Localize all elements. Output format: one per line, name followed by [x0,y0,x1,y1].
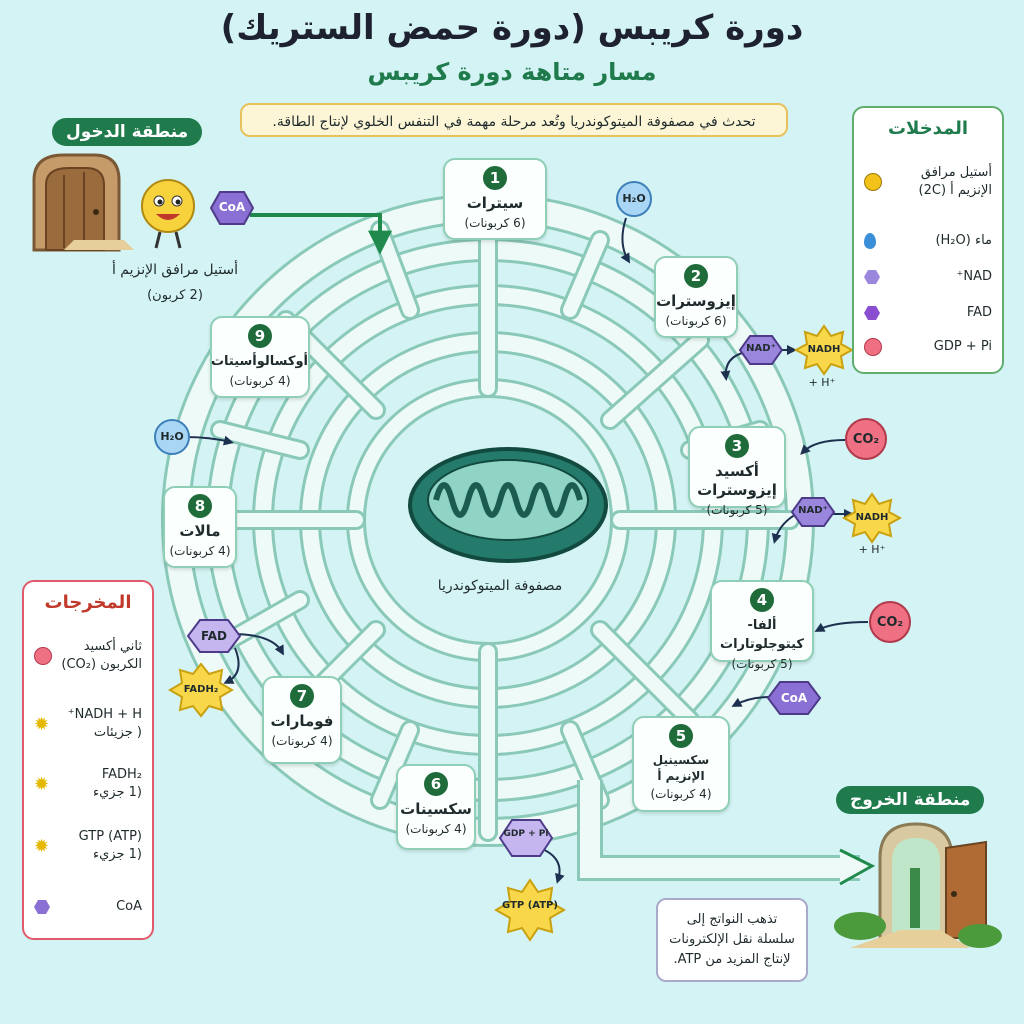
fadh2-star-icon: ✹ [34,773,50,795]
gdp-label: GDP + Pi [503,829,549,839]
co2-dot-icon [34,647,52,665]
coa-hexagon-icon [34,900,50,914]
hplus-label: + H⁺ [808,376,836,389]
exit-note: تذهب النواتج إلى سلسلة نقل الإلكترونات ل… [656,898,808,982]
exit-arrow [839,848,876,886]
inputs-title: المدخلات [887,118,969,139]
coa-label: CoA [218,200,246,214]
coa-hexagon-icon [766,681,822,715]
entry-door-icon [32,153,134,252]
nadh-label: NADH [855,512,889,523]
exit-zone-tag: منطقة الخروج [836,786,985,814]
output-item: ✹ GTP (ATP)(1 جزيء [34,829,142,862]
inputs-panel: المدخلات أستيل مرافق الإنزيم أ (2C) ماء … [852,106,1004,374]
acetyl-dot-icon [864,173,882,191]
nad-label: NAD⁺ [746,343,776,354]
exit-door-icon [834,822,1002,948]
gdp-dot-icon [864,338,882,356]
gtp-star-icon: ✹ [34,835,50,857]
fad-label: FAD [200,629,228,643]
input-item: GDP + Pi [864,338,992,356]
entry-molecule-carbons: (2 كربون) [147,288,203,303]
outputs-panel: المخرجات ثاني أكسيد الكربون (CO₂) ✹ NADH… [22,580,154,940]
nadh-label: NADH [807,344,841,355]
output-item: ✹ NADH + H⁺( جزيئات [34,707,142,740]
matrix-label: مصفوفة الميتوكوندريا [437,578,563,594]
fad-hexagon-icon [864,306,880,320]
co2-label: CO₂ [876,615,904,630]
output-item: ✹ FADH₂(1 جزيء [34,767,142,800]
input-item: ماء (H₂O) [864,232,992,250]
nadh-icon [841,492,903,544]
co2-label: CO₂ [852,432,880,447]
input-item: FAD [864,304,992,322]
description-box: تحدث في مصفوفة الميتوكوندريا وتُعد مرحلة… [240,103,788,137]
co2-icon [869,601,911,643]
gtp-label: GTP (ATP) [502,900,558,911]
water-label: H₂O [622,192,646,205]
fadh2-icon [168,662,234,718]
water-label: H₂O [160,430,184,443]
outputs-title: المخرجات [44,592,132,613]
fadh2-label: FADH₂ [183,684,219,695]
output-item: ثاني أكسيد الكربون (CO₂) [34,638,142,674]
entry-molecule-name: أستيل مرافق الإنزيم أ [111,262,239,278]
nadh-star-icon: ✹ [34,713,50,735]
page-subtitle: مسار متاهة دورة كريبس [367,58,657,86]
input-item: أستيل مرافق الإنزيم أ (2C) [864,164,992,200]
co2-icon [845,418,887,460]
water-icon [154,419,190,455]
hplus-label: + H⁺ [858,543,886,556]
nad-icon [738,335,784,365]
input-item: NAD⁺ [864,268,992,286]
coa-label: CoA [780,691,808,705]
coa-hexagon-icon [210,191,254,225]
nad-hexagon-icon [864,270,880,284]
gtp-icon [493,878,567,942]
water-icon [616,181,652,217]
entry-zone-tag: منطقة الدخول [52,118,203,146]
entry-arrow [250,213,392,255]
water-drop-icon [864,233,876,249]
output-item: CoA [34,898,142,916]
nad-label: NAD⁺ [798,505,828,516]
acetyl-mascot-icon [141,179,195,249]
page-title: دورة كريبس (دورة حمض الستريك) [220,8,804,48]
fad-icon [186,619,242,653]
nadh-icon [793,324,855,376]
nad-icon [790,497,836,527]
mitochondrion-icon [408,447,608,563]
gdp-icon [498,819,554,857]
